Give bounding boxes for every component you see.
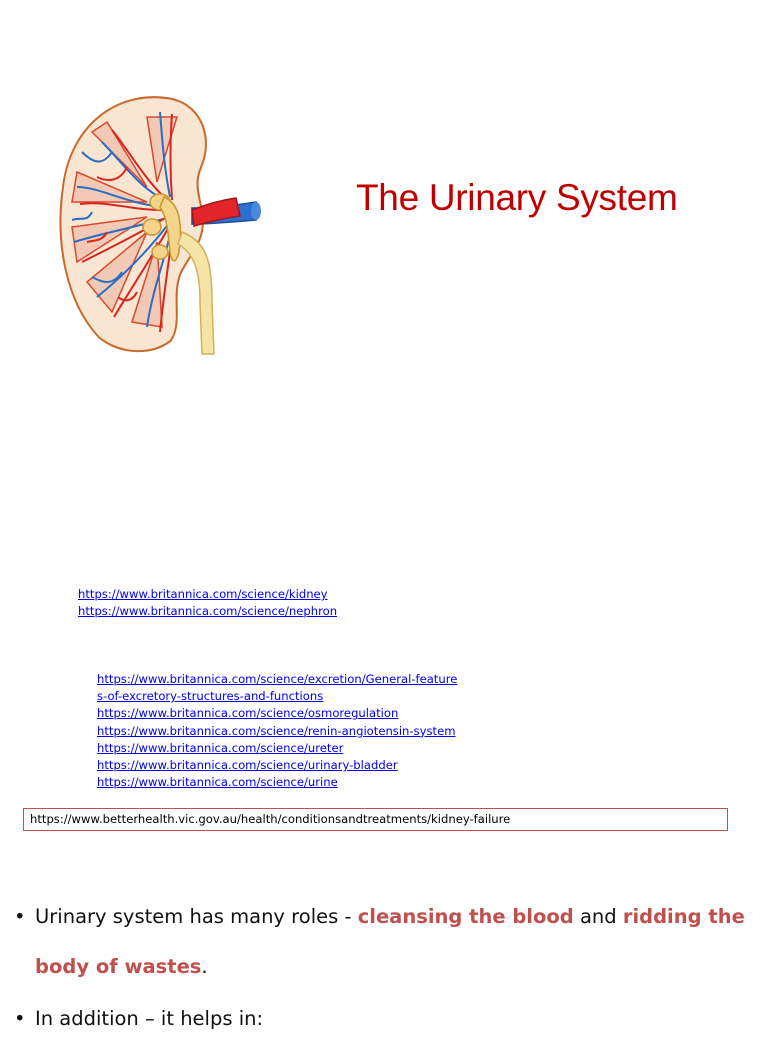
link-britannica-urine[interactable]: https://www.britannica.com/science/urine	[97, 775, 338, 790]
bullet-text: Urinary system has many roles -	[35, 905, 358, 928]
bullet-text: and	[573, 905, 623, 928]
bullet-item-roles: • Urinary system has many roles - cleans…	[14, 892, 768, 992]
bullet-list: • Urinary system has many roles - cleans…	[14, 892, 768, 1044]
link-britannica-excretion[interactable]: https://www.britannica.com/science/excre…	[97, 672, 458, 686]
highlight-body-of-wastes: body of wastes	[35, 955, 202, 978]
highlight-cleansing-blood: cleansing the blood	[357, 905, 574, 928]
link-britannica-nephron[interactable]: https://www.britannica.com/science/nephr…	[78, 604, 338, 618]
link-britannica-kidney[interactable]: https://www.britannica.com/science/kidne…	[78, 587, 328, 601]
reference-links-group-1: https://www.britannica.com/science/kidne…	[78, 586, 337, 620]
reference-links-group-2: https://www.britannica.com/science/excre…	[97, 671, 457, 791]
highlight-ridding: ridding the	[622, 905, 745, 928]
boxed-reference-link[interactable]: https://www.betterhealth.vic.gov.au/heal…	[23, 808, 728, 831]
kidney-illustration-icon	[59, 96, 261, 355]
slide-title: The Urinary System	[356, 177, 678, 218]
link-britannica-osmoregulation[interactable]: https://www.britannica.com/science/osmor…	[97, 706, 399, 721]
bullet-point-icon: •	[14, 905, 26, 928]
bullet-item-addition: • In addition – it helps in:	[14, 994, 768, 1044]
bullet-point-icon: •	[14, 1007, 26, 1030]
link-britannica-renin-angiotensin[interactable]: https://www.britannica.com/science/renin…	[97, 723, 456, 738]
bullet-text: .	[201, 955, 208, 978]
link-britannica-excretion-continued[interactable]: s-of-excretory-structures-and-functions	[97, 689, 324, 704]
bullet-text: In addition – it helps in:	[35, 1007, 264, 1030]
link-britannica-ureter[interactable]: https://www.britannica.com/science/urete…	[97, 740, 344, 755]
link-britannica-urinary-bladder[interactable]: https://www.britannica.com/science/urina…	[97, 758, 398, 773]
